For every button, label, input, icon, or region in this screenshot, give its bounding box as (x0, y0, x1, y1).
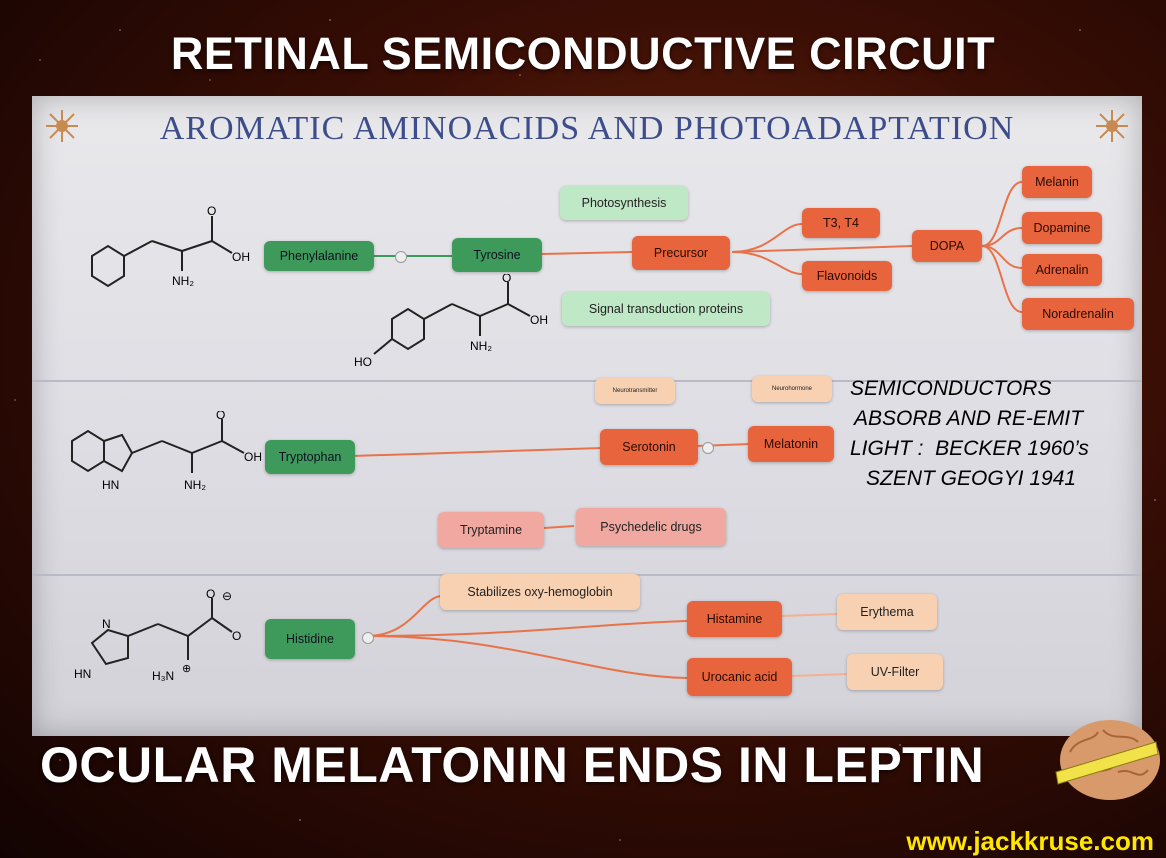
histidine-theta-label: ⊖ (222, 589, 232, 603)
tryptophan-structure: O OH NH₂ HN (71, 411, 262, 492)
node-melatonin: Melatonin (748, 426, 834, 462)
node-flavonoids: Flavonoids (802, 261, 892, 291)
poster-title: AROMATIC AMINOACIDS AND PHOTOADAPTATION (159, 110, 1015, 147)
histidine-hn-label: HN (74, 667, 91, 681)
rosette-right-icon (1096, 110, 1128, 142)
tyrosine-oh-label: OH (530, 313, 548, 327)
node-precursor: Precursor (632, 236, 730, 270)
tyrosine-structure: O OH NH₂ HO (354, 274, 548, 369)
node-signal-transduction: Signal transduction proteins (562, 292, 770, 326)
node-tyrosine: Tyrosine (452, 238, 542, 272)
slide-title: RETINAL SEMICONDUCTIVE CIRCUIT (170, 28, 996, 79)
histidine-o-label-right: O (232, 629, 241, 643)
tryptophan-hn-label: HN (102, 478, 119, 492)
phenylalanine-o-label: O (207, 204, 216, 218)
node-tryptamine: Tryptamine (438, 512, 544, 548)
slide-bottom-title: OCULAR MELATONIN ENDS IN LEPTIN (40, 737, 985, 793)
website-url[interactable]: www.jackkruse.com (906, 826, 1154, 856)
node-stabilizes-oxy-hemoglobin: Stabilizes oxy-hemoglobin (440, 574, 640, 610)
node-connector-knob (702, 442, 714, 454)
tryptophan-oh-label: OH (244, 450, 262, 464)
node-photosynthesis: Photosynthesis (560, 186, 688, 220)
phenylalanine-structure: O OH NH₂ (91, 204, 250, 288)
tyrosine-o-label: O (502, 274, 511, 285)
node-neurotransmitter: Neurotransmitter (595, 378, 675, 404)
node-uv-filter: UV-Filter (847, 654, 943, 690)
node-urocanic-acid: Urocanic acid (687, 658, 792, 696)
node-t3-t4: T3, T4 (802, 208, 880, 238)
node-adrenalin: Adrenalin (1022, 254, 1102, 286)
brain-tape-logo-icon (1055, 720, 1160, 800)
node-serotonin: Serotonin (600, 429, 698, 465)
annotation-line-3: LIGHT : BECKER 1960’s (850, 437, 1089, 460)
node-dopa: DOPA (912, 230, 982, 262)
histidine-n-label: N (102, 617, 111, 631)
histidine-structure: O ⊖ O H₃N ⊕ N HN (74, 588, 241, 683)
node-phenylalanine: Phenylalanine (264, 241, 374, 271)
phenylalanine-nh2-label: NH₂ (172, 274, 194, 288)
node-histamine: Histamine (687, 601, 782, 637)
row-divider-1 (32, 380, 1142, 382)
tyrosine-ho-label: HO (354, 355, 372, 369)
node-dopamine: Dopamine (1022, 212, 1102, 244)
node-noradrenalin: Noradrenalin (1022, 298, 1134, 330)
poster-diagram: AROMATIC AMINOACIDS AND PHOTOADAPTATION (32, 96, 1142, 736)
node-connector-knob (395, 251, 407, 263)
node-erythema: Erythema (837, 594, 937, 630)
node-tryptophan: Tryptophan (265, 440, 355, 474)
connector-lines (351, 181, 1023, 679)
tyrosine-nh2-label: NH₂ (470, 339, 492, 353)
histidine-o-label-top: O (206, 588, 215, 601)
node-histidine: Histidine (265, 619, 355, 659)
phenylalanine-oh-label: OH (232, 250, 250, 264)
node-connector-knob (362, 632, 374, 644)
annotation-line-2: ABSORB AND RE-EMIT (854, 407, 1084, 430)
rosette-left-icon (46, 110, 78, 142)
node-melanin: Melanin (1022, 166, 1092, 198)
histidine-h3n-label: H₃N (152, 669, 174, 683)
histidine-plus-label: ⊕ (182, 663, 191, 675)
semiconductor-annotation: SEMICONDUCTORS ABSORB AND RE-EMIT LIGHT : … (850, 374, 1089, 494)
annotation-line-1: SEMICONDUCTORS (850, 377, 1052, 400)
node-psychedelic-drugs: Psychedelic drugs (576, 508, 726, 546)
node-neurohormone: Neurohormone (752, 376, 832, 402)
annotation-line-4: SZENT GEOGYI 1941 (866, 467, 1077, 490)
tryptophan-nh2-label: NH₂ (184, 478, 206, 492)
tryptophan-o-label: O (216, 411, 225, 422)
